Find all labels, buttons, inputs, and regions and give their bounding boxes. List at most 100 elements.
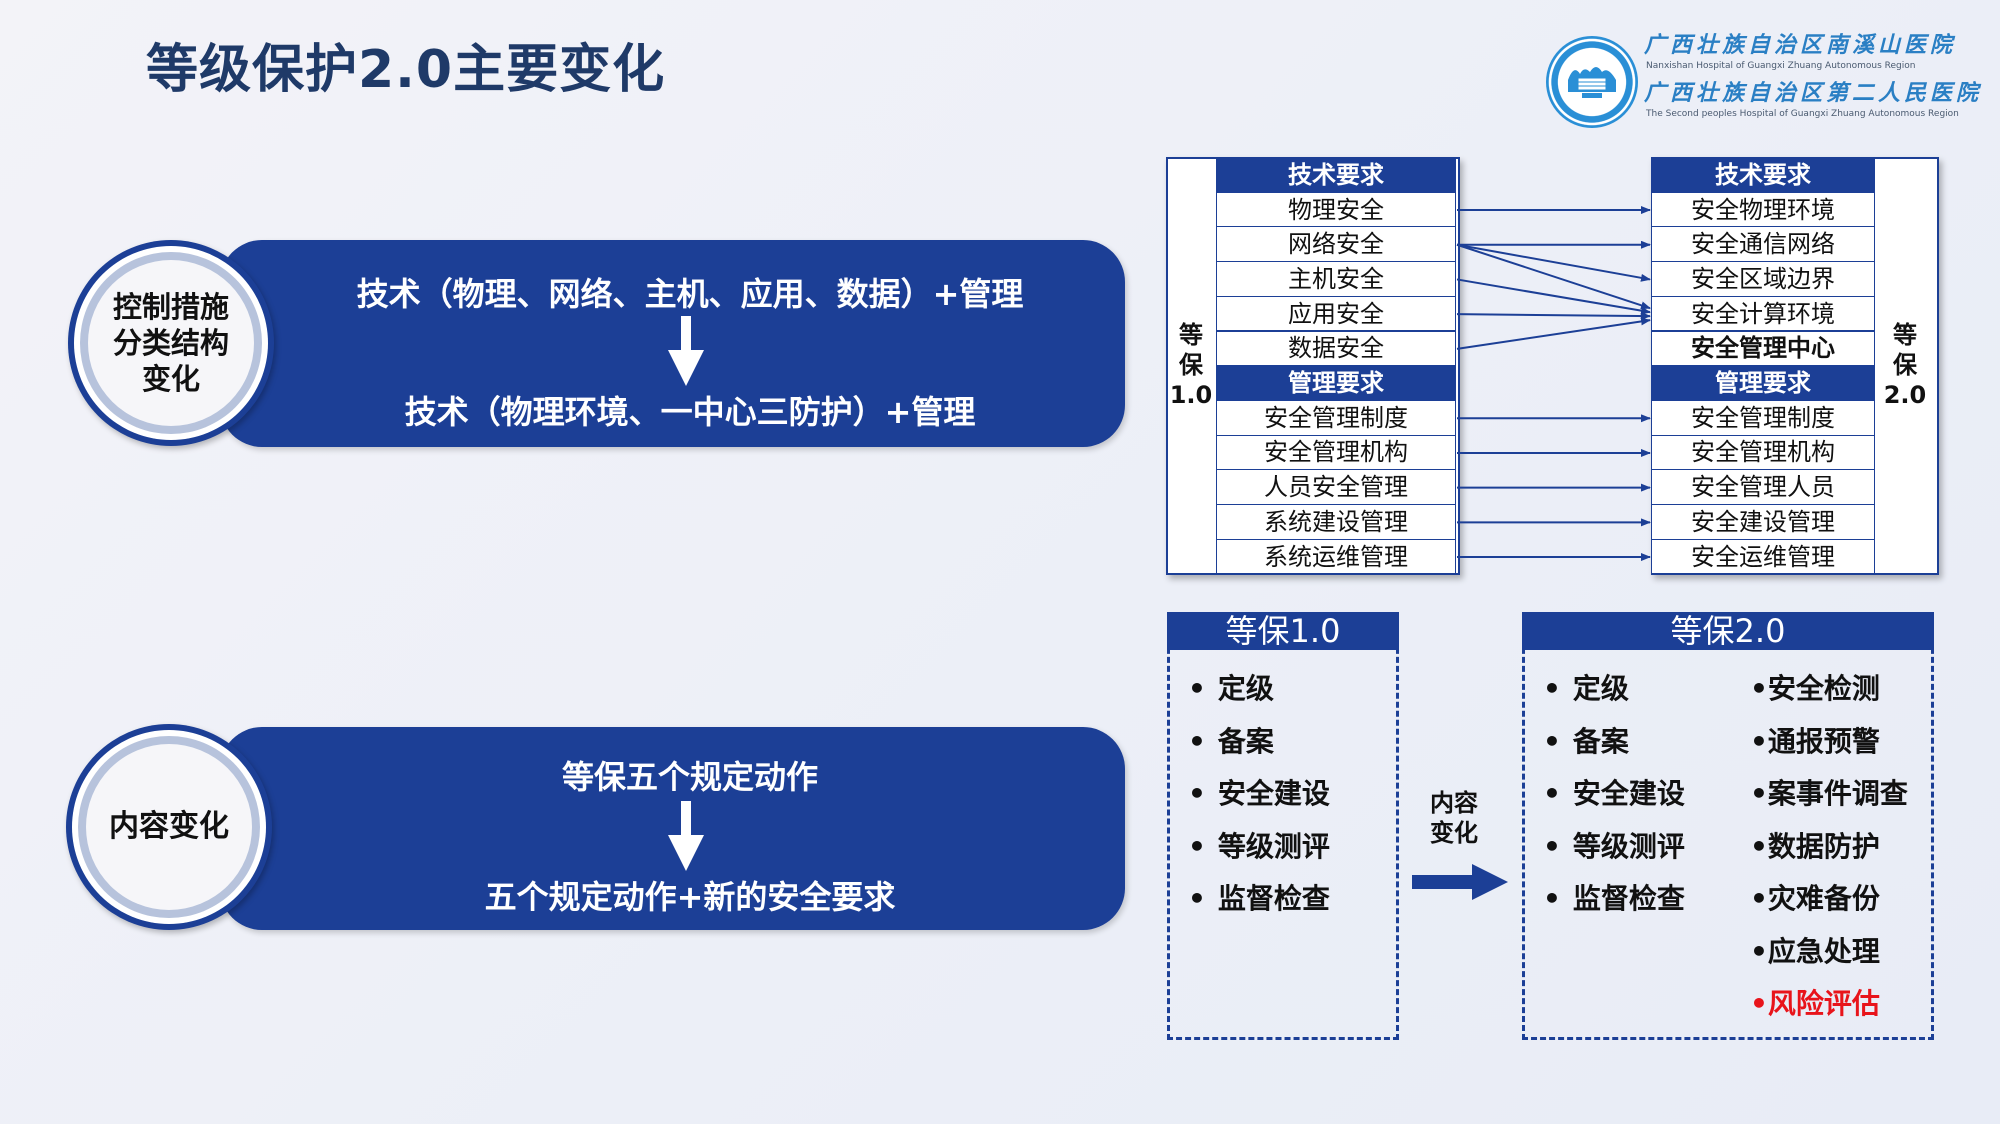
content-change-label-line: 内容 xyxy=(1430,789,1478,817)
list-item: •监督检查 xyxy=(1188,882,1330,916)
list-item: •安全建设 xyxy=(1188,777,1330,811)
table-v1-label-line: 等 xyxy=(1179,321,1203,349)
table-v2-section-header: 技术要求 xyxy=(1651,157,1875,193)
table-v1-row: 安全管理制度 xyxy=(1216,399,1456,436)
table-v2-label: 等 保 2.0 xyxy=(1877,320,1933,410)
bullet-icon: • xyxy=(1750,777,1768,810)
change-label-line: 控制措施 xyxy=(112,290,229,324)
list-item: •备案 xyxy=(1188,725,1274,759)
change-label-line: 内容变化 xyxy=(109,809,229,844)
table-v2-section-header: 管理要求 xyxy=(1651,365,1875,401)
table-v1-label-line: 保 xyxy=(1179,351,1203,379)
table-v2-row: 安全管理中心 xyxy=(1651,330,1875,367)
bullet-icon: • xyxy=(1543,882,1561,915)
bullet-icon: • xyxy=(1750,724,1768,758)
table-v1-row: 应用安全 xyxy=(1216,295,1456,332)
list-item-text: 等级测评 xyxy=(1217,829,1330,863)
bullet-icon: • xyxy=(1543,672,1561,705)
list-item: •安全建设 xyxy=(1543,777,1685,811)
table-v1-row: 系统运维管理 xyxy=(1216,538,1456,575)
change-label-line: 变化 xyxy=(141,362,200,396)
list-item-text: 数据防护 xyxy=(1767,829,1880,863)
change-from-text: 技术（物理、网络、主机、应用、数据）+管理 xyxy=(356,275,1024,313)
list-item-text: 监督检查 xyxy=(1572,882,1685,915)
table-v2-label-line: 2.0 xyxy=(1883,381,1927,409)
list-item-text: 备案 xyxy=(1572,724,1629,758)
v1-content-title: 等保1.0 xyxy=(1167,612,1399,650)
mapping-arrow xyxy=(1456,243,1651,310)
table-v1-row: 人员安全管理 xyxy=(1216,469,1456,505)
list-item-text: 应急处理 xyxy=(1767,934,1880,968)
bullet-icon: • xyxy=(1188,672,1206,705)
table-v2-row: 安全建设管理 xyxy=(1651,504,1875,540)
table-v1-row: 网络安全 xyxy=(1216,226,1456,263)
hospital-name-en-2: The Second peoples Hospital of Guangxi Z… xyxy=(1646,109,1959,119)
bullet-icon: • xyxy=(1750,934,1768,968)
table-v2-row: 安全通信网络 xyxy=(1651,226,1875,263)
mapping-arrow xyxy=(1456,278,1651,315)
table-v2-row: 安全管理人员 xyxy=(1651,469,1875,505)
table-v2-label-line: 等 xyxy=(1893,321,1917,349)
table-v2-row: 安全计算环境 xyxy=(1651,295,1875,332)
list-item: •等级测评 xyxy=(1543,830,1685,864)
mapping-arrow xyxy=(1456,312,1651,321)
list-item: •数据防护 xyxy=(1750,830,1880,864)
table-v1-label-line: 1.0 xyxy=(1169,381,1213,409)
change-label: 控制措施 分类结构 变化 xyxy=(88,260,254,426)
bullet-icon: • xyxy=(1750,829,1768,863)
table-v2-row: 安全管理制度 xyxy=(1651,399,1875,436)
list-item: •案事件调查 xyxy=(1750,777,1908,811)
change-label: 内容变化 xyxy=(86,744,252,910)
right-arrow-icon xyxy=(1412,864,1508,900)
bullet-icon: • xyxy=(1750,987,1768,1020)
highlighted-list-item: •风险评估 xyxy=(1750,987,1880,1021)
list-item: • 监督检查 xyxy=(1543,882,1685,916)
table-v1-label: 等 保 1.0 xyxy=(1168,320,1214,410)
list-item: •定级 xyxy=(1188,672,1274,706)
bullet-icon: • xyxy=(1750,672,1768,705)
table-v1-row: 主机安全 xyxy=(1216,261,1456,297)
list-item-text: 等级测评 xyxy=(1572,829,1685,863)
mapping-arrow xyxy=(1456,243,1651,282)
v2-content-title: 等保2.0 xyxy=(1522,612,1934,650)
change-to-text: 技术（物理环境、一中心三防护）+管理 xyxy=(404,393,976,431)
table-v1-row: 物理安全 xyxy=(1216,191,1456,228)
bullet-icon: • xyxy=(1543,777,1561,810)
change-to-text: 五个规定动作+新的安全要求 xyxy=(484,878,896,916)
change-from-text: 等保五个规定动作 xyxy=(561,758,818,796)
slide-title: 等级保护2.0主要变化 xyxy=(146,40,666,100)
hospital-logo: 广西壮族自治区南溪山医院 Nanxishan Hospital of Guang… xyxy=(1540,28,1980,140)
list-item-text: 案事件调查 xyxy=(1767,777,1908,810)
change-label-badge: 控制措施 分类结构 变化 xyxy=(68,240,274,446)
table-v1-row: 系统建设管理 xyxy=(1216,504,1456,540)
change-band-structure: 技术（物理、网络、主机、应用、数据）+管理 技术（物理环境、一中心三防护）+管理 xyxy=(220,240,1125,447)
bullet-icon: • xyxy=(1750,882,1768,915)
list-item: • 定级 xyxy=(1543,672,1629,706)
bullet-icon: • xyxy=(1188,829,1206,863)
bullet-icon: • xyxy=(1188,724,1206,758)
table-v1-row: 数据安全 xyxy=(1216,330,1456,367)
down-arrow-icon xyxy=(668,801,704,871)
list-item-text: 风险评估 xyxy=(1767,987,1880,1020)
list-item: •应急处理 xyxy=(1750,935,1880,969)
list-item: • 备案 xyxy=(1543,725,1629,759)
change-band-content: 等保五个规定动作 五个规定动作+新的安全要求 xyxy=(220,727,1125,930)
table-v2-label-line: 保 xyxy=(1893,351,1917,379)
bullet-icon: • xyxy=(1188,777,1206,810)
table-v2-row: 安全物理环境 xyxy=(1651,191,1875,228)
table-v2-row: 安全管理机构 xyxy=(1651,434,1875,471)
list-item-text: 灾难备份 xyxy=(1767,882,1880,915)
hospital-name-cn-2: 广西壮族自治区第二人民医院 xyxy=(1644,80,1983,106)
bullet-icon: • xyxy=(1543,724,1561,758)
change-label-line: 分类结构 xyxy=(112,326,229,360)
list-item-text: 定级 xyxy=(1572,672,1629,705)
table-v1-section-header: 管理要求 xyxy=(1216,365,1456,401)
emblem-building-icon xyxy=(1568,67,1616,98)
table-v2-row: 安全运维管理 xyxy=(1651,538,1875,575)
table-v2-row: 安全区域边界 xyxy=(1651,261,1875,297)
hospital-name-cn-1: 广西壮族自治区南溪山医院 xyxy=(1644,32,1957,58)
list-item: •通报预警 xyxy=(1750,725,1880,759)
table-v1-section-header: 技术要求 xyxy=(1216,157,1456,193)
content-change-label-line: 变化 xyxy=(1430,819,1478,847)
content-label-badge: 内容变化 xyxy=(66,724,272,930)
